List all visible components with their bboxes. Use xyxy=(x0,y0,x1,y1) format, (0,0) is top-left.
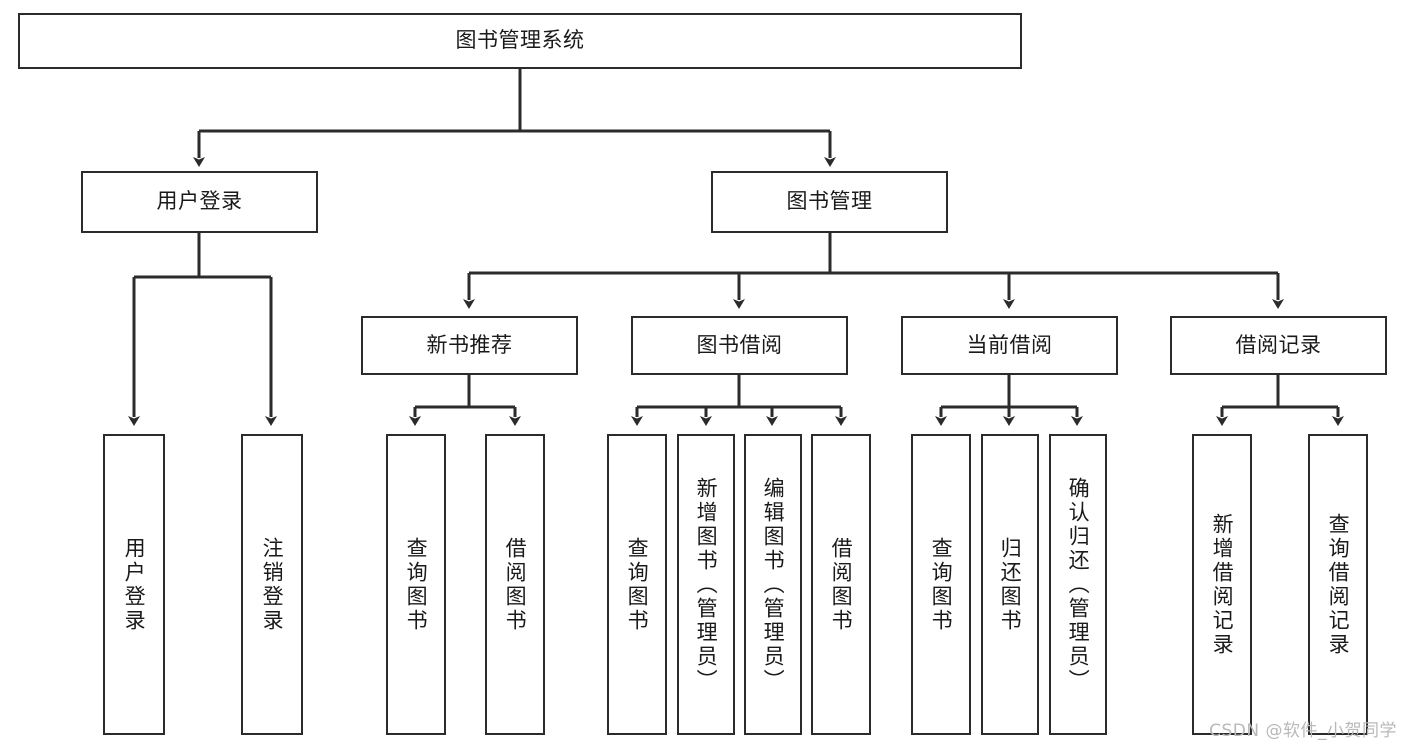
node-label: 借阅记录 xyxy=(1235,332,1322,357)
node-label: 借阅图书 xyxy=(503,536,528,633)
node-label: 新增借阅记录 xyxy=(1210,512,1235,657)
leaf-current-borrow-query[interactable]: 查询图书 xyxy=(911,434,971,735)
node-new-book-recommend[interactable]: 新书推荐 xyxy=(361,316,578,375)
leaf-current-borrow-confirm-return[interactable]: 确认归还（管理员） xyxy=(1049,434,1107,735)
node-label: 查询图书 xyxy=(404,536,429,633)
leaf-current-borrow-return[interactable]: 归还图书 xyxy=(981,434,1039,735)
leaf-user-login-login[interactable]: 用户登录 xyxy=(103,434,165,735)
node-label: 图书管理 xyxy=(786,189,873,214)
leaf-new-book-query[interactable]: 查询图书 xyxy=(386,434,446,735)
node-current-borrow[interactable]: 当前借阅 xyxy=(901,316,1118,375)
node-label: 当前借阅 xyxy=(966,332,1053,357)
node-label: 用户登录 xyxy=(122,536,147,633)
leaf-new-book-borrow[interactable]: 借阅图书 xyxy=(485,434,545,735)
leaf-borrow-record-add[interactable]: 新增借阅记录 xyxy=(1192,434,1252,735)
node-root-system[interactable]: 图书管理系统 xyxy=(18,13,1022,69)
node-label: 新书推荐 xyxy=(426,332,513,357)
node-book-borrow[interactable]: 图书借阅 xyxy=(631,316,848,375)
leaf-book-borrow-edit[interactable]: 编辑图书（管理员） xyxy=(744,434,802,735)
node-label: 注销登录 xyxy=(260,536,285,633)
node-label: 归还图书 xyxy=(998,536,1023,633)
node-borrow-record[interactable]: 借阅记录 xyxy=(1170,316,1387,375)
leaf-book-borrow-add[interactable]: 新增图书（管理员） xyxy=(677,434,735,735)
node-book-management[interactable]: 图书管理 xyxy=(711,171,948,233)
node-label: 编辑图书（管理员） xyxy=(761,476,786,693)
node-label: 查询借阅记录 xyxy=(1326,512,1351,657)
node-user-login[interactable]: 用户登录 xyxy=(81,171,318,233)
node-label: 查询图书 xyxy=(625,536,650,633)
node-label: 确认归还（管理员） xyxy=(1066,476,1091,693)
node-label: 查询图书 xyxy=(929,536,954,633)
node-label: 借阅图书 xyxy=(829,536,854,633)
leaf-user-login-logout[interactable]: 注销登录 xyxy=(241,434,303,735)
leaf-book-borrow-borrow[interactable]: 借阅图书 xyxy=(811,434,871,735)
node-label: 新增图书（管理员） xyxy=(694,476,719,693)
leaf-book-borrow-query[interactable]: 查询图书 xyxy=(607,434,667,735)
leaf-borrow-record-query[interactable]: 查询借阅记录 xyxy=(1308,434,1368,735)
node-label: 用户登录 xyxy=(156,189,243,214)
node-label: 图书管理系统 xyxy=(455,28,585,53)
node-label: 图书借阅 xyxy=(696,332,783,357)
